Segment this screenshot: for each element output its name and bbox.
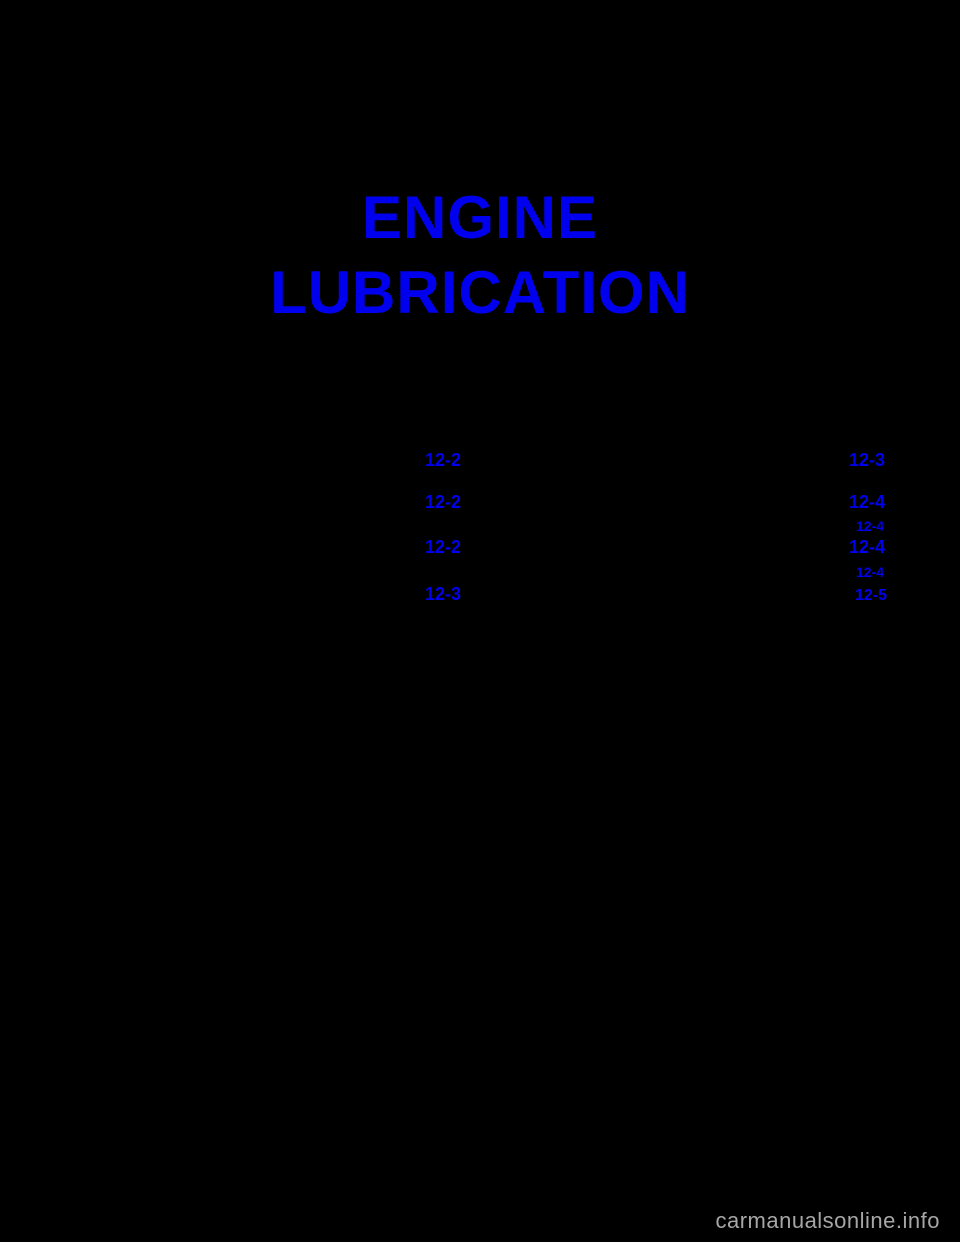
- page-ref[interactable]: 12-2: [425, 450, 462, 470]
- chapter-title-line2: LUBRICATION: [270, 259, 690, 326]
- page-ref[interactable]: 12-4: [849, 537, 886, 557]
- page-ref[interactable]: 12-5: [855, 587, 888, 604]
- page-ref[interactable]: 12-4: [849, 492, 886, 512]
- chapter-title-line1: ENGINE: [361, 184, 599, 251]
- page-ref[interactable]: 12-2: [425, 492, 462, 512]
- page-ref[interactable]: 12-3: [425, 584, 462, 604]
- page-ref[interactable]: 12-4: [856, 518, 885, 534]
- chapter-title: ENGINE LUBRICATION: [0, 180, 960, 330]
- page-ref[interactable]: 12-4: [856, 564, 885, 580]
- watermark: carmanualsonline.info: [715, 1208, 940, 1233]
- page-ref[interactable]: 12-2: [425, 537, 462, 557]
- page-ref[interactable]: 12-3: [849, 450, 886, 470]
